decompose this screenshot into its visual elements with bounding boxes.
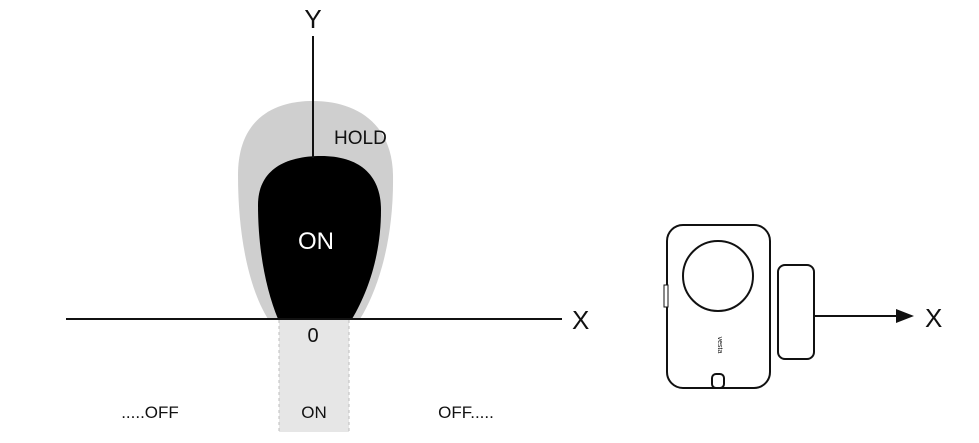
- sensor-side-notch: [663, 284, 669, 308]
- on-strip-label: ON: [301, 403, 327, 422]
- on-zone-label: ON: [298, 228, 334, 255]
- on-strip-below-axis: [279, 320, 349, 432]
- hold-zone-label: HOLD: [334, 128, 387, 149]
- sensor-brand-text: vesta: [716, 337, 723, 354]
- origin-label: 0: [307, 325, 318, 347]
- sensor-button-circle: [682, 240, 754, 312]
- sensor-bottom-slot: [711, 373, 725, 389]
- device-x-label: X: [925, 303, 942, 333]
- y-axis-label: Y: [304, 4, 321, 34]
- magnet-direction-arrowhead: [896, 309, 914, 323]
- x-axis-label: X: [572, 305, 589, 335]
- magnet-body: [777, 264, 815, 360]
- door-sensor-device: vesta X: [663, 224, 942, 389]
- off-right-label: OFF.....: [438, 403, 494, 422]
- off-left-label: .....OFF: [121, 403, 179, 422]
- on-zone-shape: [258, 155, 381, 319]
